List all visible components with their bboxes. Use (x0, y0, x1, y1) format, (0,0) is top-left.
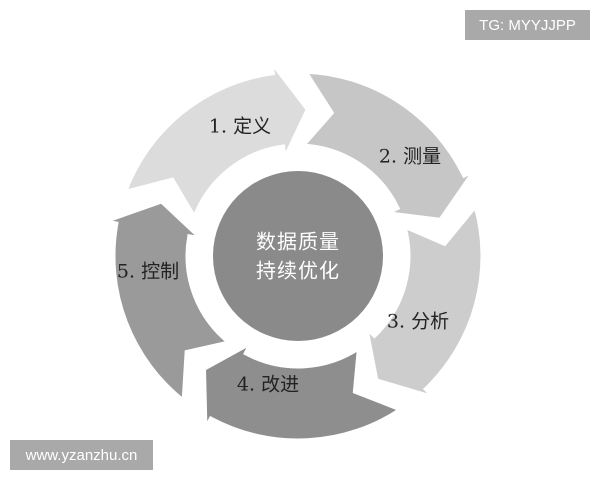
step-label-define: 1. 定义 (208, 115, 272, 138)
step-arrow-control (93, 198, 236, 407)
step-arrow-measure (296, 68, 484, 224)
step-label-analyze: 3. 分析 (386, 310, 450, 333)
center-text-line-2: 持续优化 (256, 258, 340, 283)
center-text-line-1: 数据质量 (256, 229, 340, 254)
watermark-bottom-left: www.yzanzhu.cn (10, 440, 153, 470)
watermark-top-right: TG: MYYJJPP (465, 10, 590, 40)
step-label-improve: 4. 改进 (236, 373, 300, 396)
center-circle (213, 171, 383, 341)
step-label-measure: 2. 测量 (378, 145, 442, 168)
step-arrow-analyze (361, 199, 486, 404)
step-arrow-define (120, 50, 312, 225)
step-arrow-improve (200, 335, 407, 444)
step-label-control: 5. 控制 (116, 260, 180, 283)
